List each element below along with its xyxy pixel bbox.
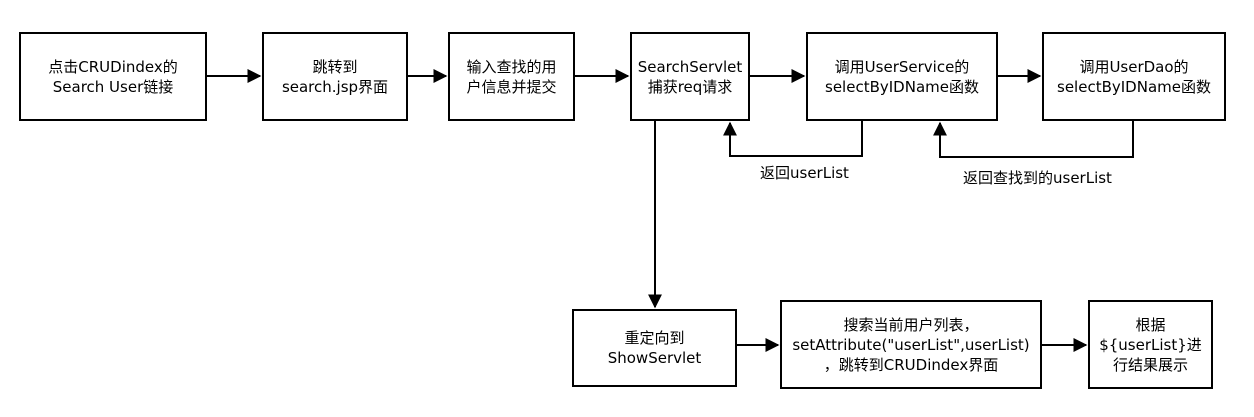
edge-n6-n5-return (933, 121, 1134, 158)
node-user-dao: 调用UserDao的 selectByIDName函数 (1042, 32, 1226, 121)
label-return-userlist: 返回userList (760, 164, 849, 182)
label-return-found-userlist: 返回查找到的userList (963, 169, 1112, 187)
node-user-service: 调用UserService的 selectByIDName函数 (806, 32, 998, 121)
node-show-servlet: 重定向到 ShowServlet (572, 309, 737, 387)
node-search-servlet: SearchServlet 捕获req请求 (630, 32, 750, 121)
node-show-results: 根据 ${userList}进 行结果展示 (1088, 300, 1213, 389)
node-click-search-link: 点击CRUDindex的 Search User链接 (19, 32, 207, 121)
node-input-user-info: 输入查找的用 户信息并提交 (448, 32, 575, 121)
node-set-attribute: 搜索当前用户列表， setAttribute("userList",userLi… (780, 300, 1042, 389)
node-goto-search-jsp: 跳转到 search.jsp界面 (262, 32, 408, 121)
edge-n5-n4-return (723, 121, 863, 157)
